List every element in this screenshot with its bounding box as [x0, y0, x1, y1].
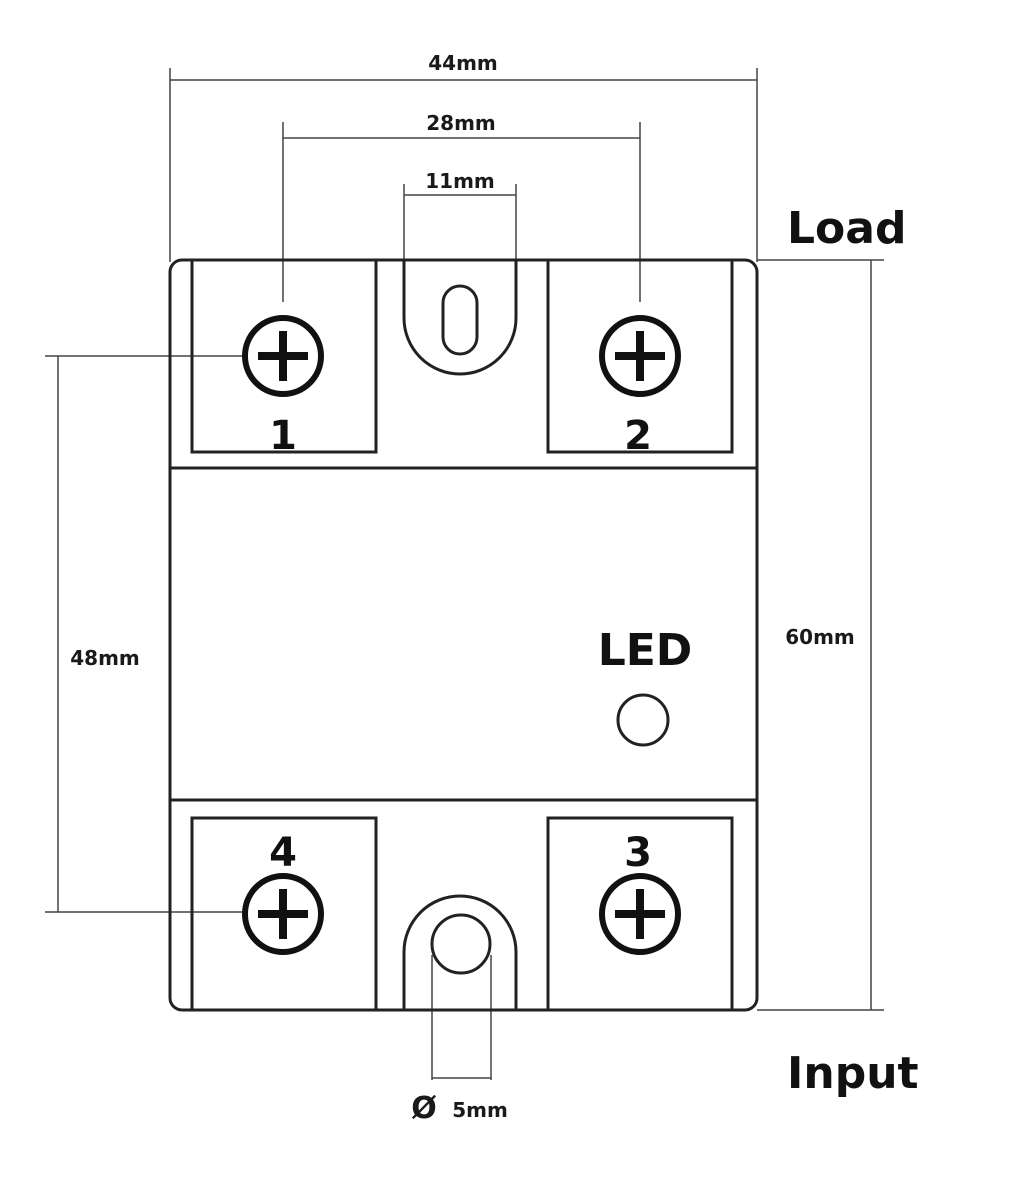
led-indicator [616, 693, 670, 747]
screw-icon [242, 873, 324, 955]
screw-icon [599, 873, 681, 955]
led-label: LED [598, 625, 693, 676]
dim-28-label: 28mm [426, 111, 496, 135]
dim-44-label: 44mm [428, 51, 498, 75]
screw-icon [242, 315, 324, 397]
terminal-label-1: 1 [269, 413, 297, 459]
relay-body [168, 258, 759, 1012]
load-label: Load [787, 203, 906, 254]
dim-11-label: 11mm [425, 169, 495, 193]
dim-60-label: 60mm [785, 625, 855, 649]
input-label: Input [787, 1048, 919, 1099]
top-slot-hole [441, 284, 479, 356]
terminal-box-3 [546, 816, 734, 1012]
terminal-label-4: 4 [269, 830, 297, 876]
bottom-mount-slot [402, 894, 518, 1010]
terminal-label-3: 3 [624, 830, 652, 876]
top-mount-slot [402, 260, 518, 376]
dim-5-label: 5mm [452, 1098, 508, 1122]
relay-outline [168, 258, 759, 1012]
terminal-box-1 [190, 258, 378, 454]
bottom-mount-hole [430, 913, 492, 975]
screw-icon [599, 315, 681, 397]
dim-48-label: 48mm [70, 646, 140, 670]
terminal-box-4 [190, 816, 378, 1012]
screw-terminals [242, 315, 681, 955]
diameter-symbol: Ø [411, 1091, 437, 1126]
terminal-box-2 [546, 258, 734, 454]
terminal-label-2: 2 [624, 413, 652, 459]
